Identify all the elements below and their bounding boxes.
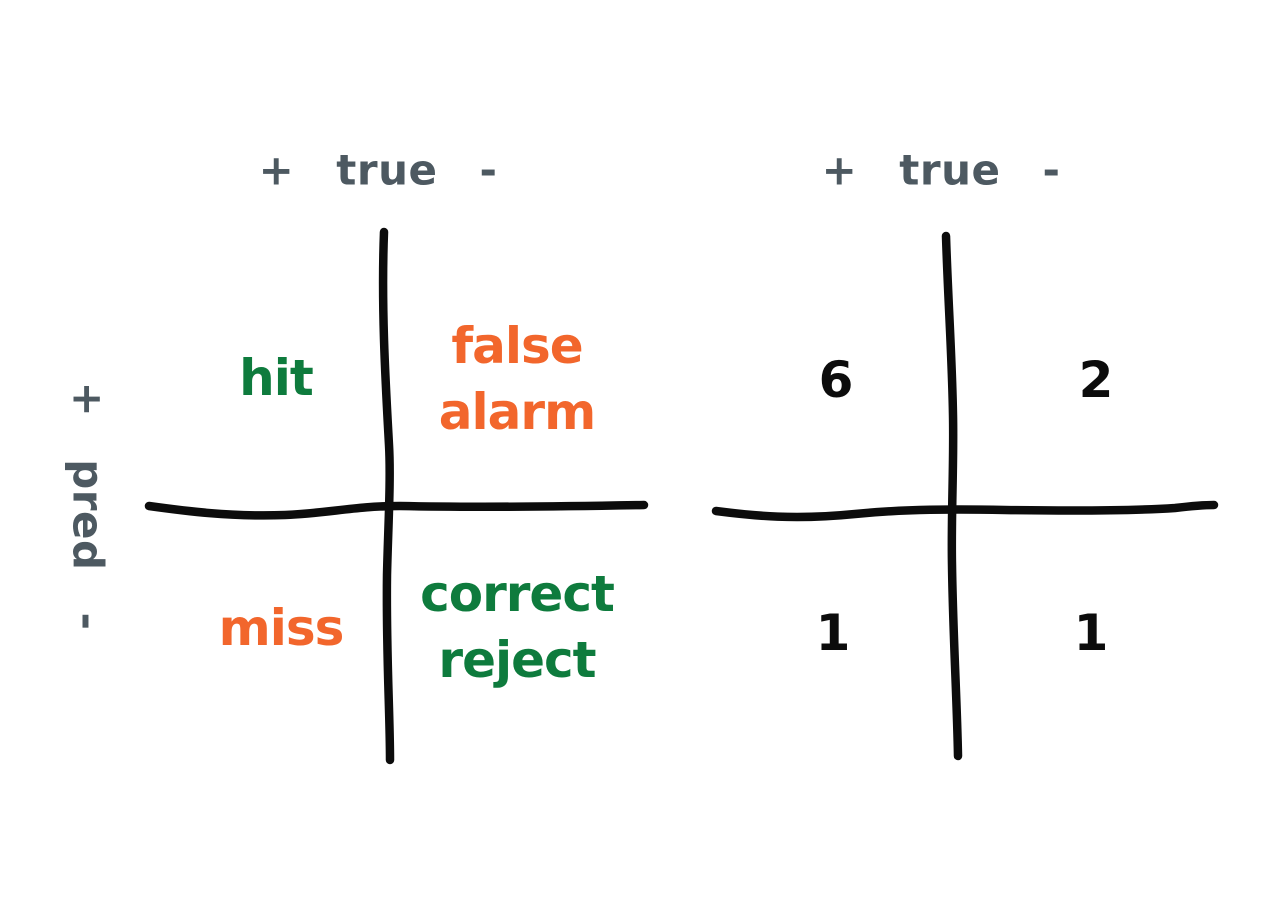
count-miss: 1 (815, 604, 851, 662)
true-axis-minus-sign: - (1042, 145, 1061, 195)
cell-correct-reject: correct reject (420, 561, 615, 693)
right-matrix-vertical-line (941, 231, 963, 761)
pred-axis-title: pred (63, 459, 113, 571)
cell-miss: miss (218, 599, 345, 657)
true-axis-plus-sign: + (258, 145, 295, 195)
pred-axis-plus-sign: + (63, 381, 113, 418)
true-axis-plus-sign: + (821, 145, 858, 195)
count-hit: 6 (818, 351, 854, 409)
cell-correct-reject-line2: reject (438, 631, 596, 689)
true-axis-label-right: + true - (822, 146, 1061, 195)
true-axis-minus-sign: - (479, 145, 498, 195)
left-matrix-horizontal-line (144, 500, 649, 520)
count-false-alarm: 2 (1078, 351, 1114, 409)
left-matrix-vertical-line (378, 227, 395, 765)
true-axis-title: true (899, 145, 1001, 195)
true-axis-label-left: + true - (259, 146, 498, 195)
cell-false-alarm-line2: alarm (438, 383, 596, 441)
right-matrix-horizontal-line (711, 500, 1219, 522)
pred-axis-minus-sign: - (63, 612, 113, 631)
count-correct-reject: 1 (1073, 604, 1109, 662)
cell-false-alarm-line1: false (451, 317, 583, 375)
cell-false-alarm: false alarm (438, 313, 596, 445)
cell-hit: hit (239, 349, 314, 407)
cell-correct-reject-line1: correct (420, 565, 615, 623)
pred-axis-label: + pred - (64, 382, 113, 631)
true-axis-title: true (336, 145, 438, 195)
